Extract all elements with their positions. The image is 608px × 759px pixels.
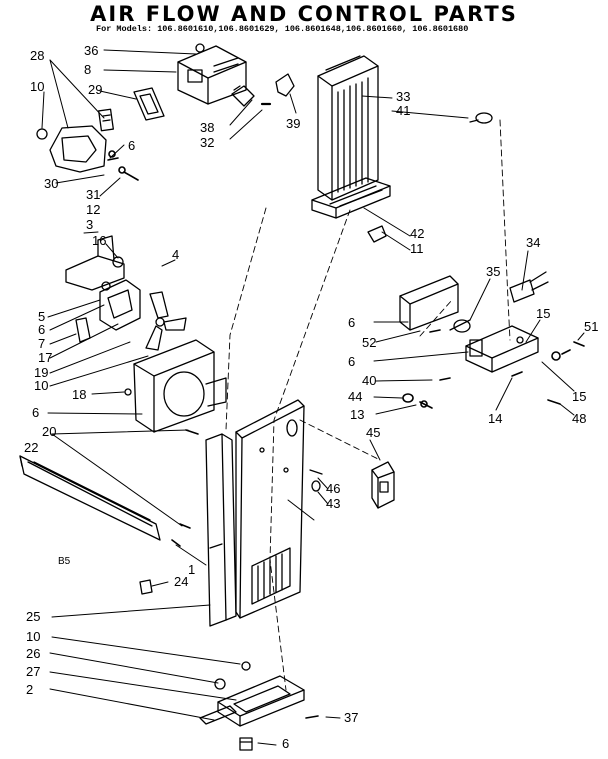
callout-13: 14	[488, 411, 503, 426]
callout-37: 38	[200, 120, 215, 135]
callout-16: 4	[172, 247, 180, 262]
callout-25: 10	[26, 629, 41, 644]
callout-38: 32	[200, 135, 215, 150]
air-duct	[19, 455, 161, 541]
callout-12: 3	[86, 217, 94, 232]
model-list: For Models: 106.8601610,106.8601629, 106…	[96, 24, 469, 34]
callout-52: 6	[348, 354, 356, 369]
callout-18: 6	[32, 405, 40, 420]
damper-control	[36, 108, 114, 173]
callout-34: 35	[486, 264, 501, 279]
bracket-48	[371, 461, 395, 509]
callout-44: 13	[350, 407, 365, 422]
leg-2	[239, 737, 253, 751]
callout-33: 41	[396, 103, 411, 118]
callout-22: 1	[188, 562, 196, 577]
callout-31: 12	[86, 202, 101, 217]
fan-motor	[75, 279, 141, 343]
foam-27	[199, 705, 237, 725]
callout-40: 44	[348, 389, 363, 404]
callout-27: 2	[26, 682, 34, 697]
grommet-45-46	[309, 469, 323, 492]
callout-29: 6	[128, 138, 136, 153]
rear-panel	[235, 399, 305, 619]
callout-11: 34	[526, 235, 541, 250]
callout-6: 30	[44, 176, 59, 191]
callout-4: 5	[38, 309, 46, 324]
callout-1: 24	[174, 574, 189, 589]
fan-shroud	[124, 339, 227, 433]
callout-36: 8	[84, 62, 92, 77]
callout-6b: 7	[38, 336, 46, 351]
callout-10c: 18	[72, 387, 87, 402]
callout-39: 33	[396, 89, 411, 104]
callout-10d: 26	[26, 646, 41, 661]
callout-42: 11	[410, 241, 424, 256]
thermostat-knob	[231, 85, 272, 107]
base-tray	[214, 661, 319, 727]
callout-17: 19	[34, 365, 49, 380]
switch-11	[509, 271, 549, 303]
grille-41	[311, 177, 391, 219]
callout-28: 28	[30, 48, 45, 63]
callout-10: 10	[30, 79, 45, 94]
clip-1	[139, 579, 153, 595]
callout-6c: 20	[42, 424, 57, 439]
control-plate	[465, 325, 539, 373]
callout-14: 15	[572, 389, 587, 404]
fan-blade	[145, 291, 187, 351]
light-bulb	[469, 112, 493, 124]
alignment-lines	[225, 119, 511, 691]
callout-8: 29	[88, 82, 103, 97]
callout-20: 22	[24, 440, 39, 455]
callout-2: 6	[282, 736, 290, 751]
callout-24: 25	[26, 609, 41, 624]
control-bracket	[399, 275, 459, 331]
callout-7: 17	[38, 350, 53, 365]
callout-48: 45	[366, 425, 381, 440]
callout-15: 51	[584, 319, 599, 334]
motor-bracket	[65, 235, 125, 291]
leader-lines	[41, 49, 585, 746]
callout-45: 46	[326, 481, 341, 496]
evaporator-cover	[317, 55, 379, 201]
diagram-title: AIR FLOW AND CONTROL PARTS	[90, 2, 518, 26]
callout-5: 6	[38, 322, 46, 337]
callout-6f: 40	[362, 373, 377, 388]
screws-right	[402, 329, 585, 409]
duct-channel	[205, 433, 237, 627]
callout-6e: 52	[362, 335, 377, 350]
callout-51: 6	[348, 315, 356, 330]
clip	[275, 73, 295, 97]
callout-35: 15	[536, 306, 551, 321]
callout-26: 27	[26, 664, 41, 679]
callout-46: 43	[326, 496, 341, 511]
callout-6d: 37	[344, 710, 359, 725]
callout-41: 42	[410, 226, 425, 241]
callout-19: 10	[34, 378, 49, 393]
screws-top	[107, 150, 139, 181]
callout-15b: 48	[572, 411, 587, 426]
diagram-code: B5	[58, 556, 71, 567]
control-box	[177, 43, 247, 105]
screw-6-left	[171, 429, 199, 547]
part-42	[367, 225, 387, 243]
damper-34	[449, 319, 471, 333]
callout-3: 16	[92, 233, 107, 248]
callout-32: 39	[286, 116, 301, 131]
callout-30: 31	[86, 187, 101, 202]
callout-10b: 36	[84, 43, 99, 58]
knob-frame	[133, 87, 165, 121]
